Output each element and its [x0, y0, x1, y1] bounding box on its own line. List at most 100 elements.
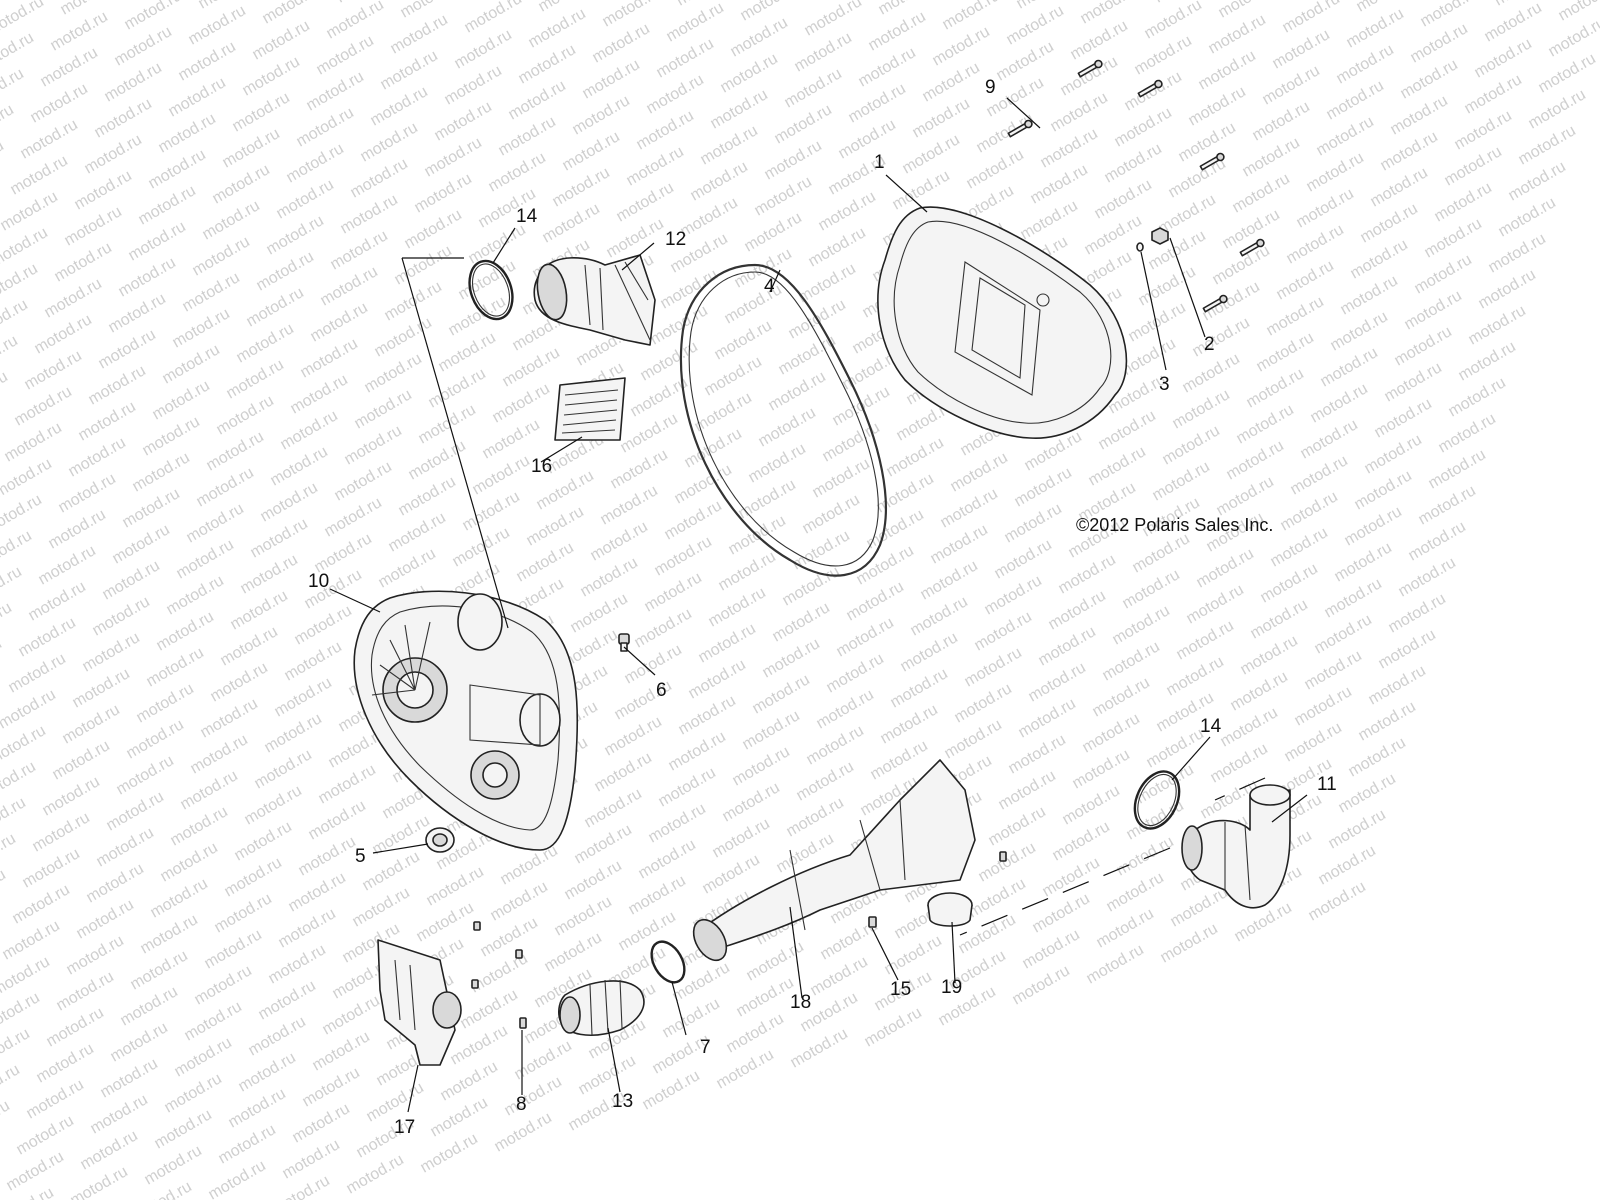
watermark-text: motod.ru — [888, 665, 951, 711]
watermark-text: motod.ru — [422, 134, 485, 180]
callout-8: 8 — [516, 1094, 527, 1115]
callout-1: 1 — [874, 152, 885, 173]
watermark-text: motod.ru — [1170, 386, 1233, 432]
watermark-text: motod.ru — [1114, 833, 1177, 879]
watermark-text: motod.ru — [1288, 452, 1351, 498]
watermark-text: motod.ru — [734, 974, 797, 1020]
watermark-text: motod.ru — [728, 14, 791, 60]
watermark-text: motod.ru — [664, 0, 727, 45]
watermark-text: motod.ru — [250, 17, 313, 63]
watermark-text: motod.ru — [126, 218, 189, 264]
watermark-text: motod.ru — [1254, 329, 1317, 375]
watermark-text: motod.ru — [590, 20, 653, 66]
watermark-text: motod.ru — [142, 1142, 205, 1188]
watermark-text: motod.ru — [854, 542, 917, 588]
watermark-text: motod.ru — [448, 1022, 511, 1068]
watermark-text: motod.ru — [290, 1100, 353, 1146]
watermark-text: motod.ru — [220, 125, 283, 171]
watermark-text: motod.ru — [752, 173, 815, 219]
callout-2: 2 — [1204, 334, 1215, 355]
watermark-text: motod.ru — [24, 1076, 87, 1122]
exhaust-duct — [692, 759, 976, 962]
clamp-7 — [650, 940, 686, 984]
watermark-text: motod.ru — [1040, 854, 1103, 900]
watermark-text: motod.ru — [392, 242, 455, 288]
watermark-text: motod.ru — [118, 983, 181, 1029]
watermark-text: motod.ru — [1472, 35, 1535, 81]
watermark-text: motod.ru — [304, 68, 367, 114]
watermark-text: motod.ru — [148, 875, 211, 921]
watermark-text: motod.ru — [1284, 221, 1347, 267]
watermark-text: motod.ru — [642, 569, 705, 615]
watermark-text: motod.ru — [0, 137, 7, 183]
watermark-text: motod.ru — [396, 473, 459, 519]
watermark-text: motod.ru — [806, 224, 869, 270]
screw-18 — [999, 851, 1007, 862]
watermark-text: motod.ru — [362, 350, 425, 396]
watermark-text: motod.ru — [962, 644, 1025, 690]
watermark-text: motod.ru — [260, 0, 323, 27]
watermark-text: motod.ru — [1324, 77, 1387, 123]
watermark-text: motod.ru — [0, 635, 5, 681]
watermark-text: motod.ru — [1338, 272, 1401, 318]
watermark-text: motod.ru — [428, 1094, 491, 1140]
watermark-text: motod.ru — [1112, 104, 1175, 150]
callout-11: 11 — [1317, 774, 1337, 795]
watermark-text: motod.ru — [382, 278, 445, 324]
watermark-text: motod.ru — [150, 377, 213, 423]
watermark-text: motod.ru — [784, 794, 847, 840]
watermark-text: motod.ru — [930, 23, 993, 69]
watermark-text: motod.ru — [1386, 590, 1449, 636]
watermark-text: motod.ru — [242, 782, 305, 828]
callout-15: 15 — [890, 979, 911, 1000]
watermark-text: motod.ru — [570, 92, 633, 138]
watermark-text: motod.ru — [1234, 401, 1297, 447]
watermark-text: motod.ru — [864, 506, 927, 552]
watermark-text: motod.ru — [868, 737, 931, 783]
watermark-text: motod.ru — [1406, 518, 1469, 564]
watermark-text: motod.ru — [288, 371, 351, 417]
watermark-text: motod.ru — [820, 419, 883, 465]
watermark-text: motod.ru — [756, 404, 819, 450]
watermark-text: motod.ru — [1016, 695, 1079, 741]
watermark-text: motod.ru — [696, 620, 759, 666]
watermark-text: motod.ru — [406, 437, 469, 483]
watermark-text: motod.ru — [1092, 176, 1155, 222]
watermark-text: motod.ru — [244, 284, 307, 330]
watermark-text: motod.ru — [1132, 32, 1195, 78]
watermark-text: motod.ru — [96, 326, 159, 372]
watermark-text: motod.ru — [1346, 734, 1409, 780]
watermark-text: motod.ru — [88, 1091, 151, 1137]
watermark-text: motod.ru — [572, 821, 635, 867]
watermark-text: motod.ru — [1352, 467, 1415, 513]
watermark-text: motod.ru — [30, 809, 93, 855]
watermark-text: motod.ru — [542, 929, 605, 975]
watermark-text: motod.ru — [186, 2, 249, 48]
watermark-text: motod.ru — [1418, 0, 1481, 30]
watermark-text: motod.ru — [1274, 257, 1337, 303]
watermark-text: motod.ru — [72, 167, 135, 213]
watermark-text: motod.ru — [318, 263, 381, 309]
watermark-text: motod.ru — [810, 455, 873, 501]
watermark-text: motod.ru — [56, 470, 119, 516]
watermark-text: motod.ru — [1110, 602, 1173, 648]
watermark-text: motod.ru — [172, 1034, 235, 1080]
watermark-text: motod.ru — [168, 803, 231, 849]
watermark-text: motod.ru — [486, 149, 549, 195]
watermark-text: motod.ru — [966, 875, 1029, 921]
watermark-text: motod.ru — [1536, 50, 1599, 96]
watermark-text: motod.ru — [236, 1049, 299, 1095]
watermark-text: motod.ru — [1038, 125, 1101, 171]
watermark-text: motod.ru — [526, 5, 589, 51]
watermark-text: motod.ru — [1304, 149, 1367, 195]
watermark-text: motod.ru — [52, 239, 115, 285]
watermark-text: motod.ru — [386, 509, 449, 555]
watermark-text: motod.ru — [524, 503, 587, 549]
watermark-text: motod.ru — [352, 386, 415, 432]
watermark-text: motod.ru — [602, 713, 665, 759]
watermark-text: motod.ru — [1058, 53, 1121, 99]
watermark-text: motod.ru — [296, 833, 359, 879]
watermark-text: motod.ru — [1120, 566, 1183, 612]
watermark-text: motod.ru — [952, 680, 1015, 726]
watermark-text: motod.ru — [964, 146, 1027, 192]
